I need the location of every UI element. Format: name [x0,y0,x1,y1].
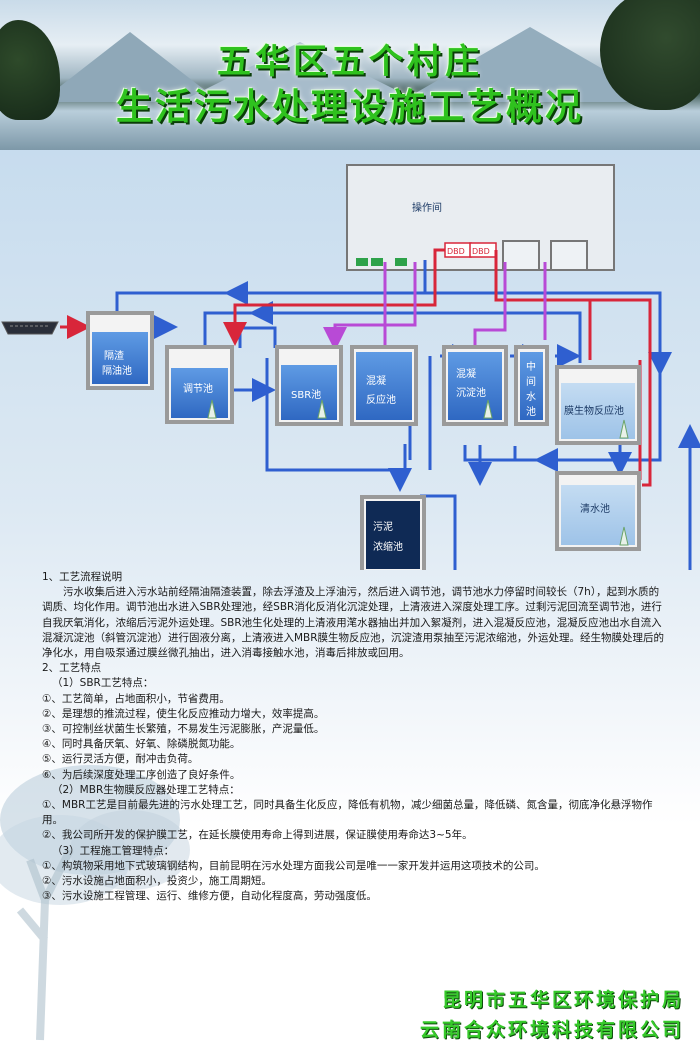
list-item: ①、MBR工艺是目前最先进的污水处理工艺，同时具备生化反应，降低有机物，减少细菌… [42,799,653,827]
svg-text:隔渣: 隔渣 [104,349,124,362]
chemical-flow-lines [323,262,547,351]
list-item: ④、同时具备厌氧、好氧、除磷脱氮功能。 [42,738,241,751]
screen-oil-tank: 隔渣 隔油池 [86,311,154,390]
mountain-shape [180,42,420,102]
svg-text:浓缩池: 浓缩池 [373,540,403,553]
svg-text:膜生物反应池: 膜生物反应池 [564,404,624,417]
page-title-line1: 五华区五个村庄 [217,42,483,82]
list-item: ⑤、运行灵活方便，耐冲击负荷。 [42,753,199,766]
sbr-tank: SBR池 [275,345,343,426]
pump-icons [356,258,407,266]
section-title-process: 1、工艺流程说明 [42,571,123,583]
svg-text:间: 间 [526,375,536,388]
dosing-box [550,240,588,271]
list-item: ①、工艺简单，占地面积小，节省费用。 [42,692,230,705]
svg-text:清水池: 清水池 [580,502,610,515]
equipment-icons [207,399,629,546]
coagulation-settling-tank: 混凝 沉淀池 [442,345,508,426]
header-banner: 五华区五个村庄 生活污水处理设施工艺概况 [0,0,700,150]
organization-name-2: 云南合众环境科技有限公司 [419,1019,684,1041]
svg-text:沉淀池: 沉淀池 [456,386,486,399]
coagulation-reaction-tank: 混凝 反应池 [350,345,418,426]
regulating-tank: 调节池 [165,345,234,424]
sbr-features-title: （1）SBR工艺特点： [52,677,154,690]
tree-background-image [0,765,190,1041]
tree-right [600,0,700,110]
svg-text:隔油池: 隔油池 [102,364,132,377]
list-item: ③、可控制丝状菌生长繁殖，不易发生污泥膨胀，产泥量低。 [42,723,325,736]
svg-text:中: 中 [526,360,536,373]
list-item: ③、污水设施工程管理、运行、维修方便，自动化程度高，劳动强度低。 [42,890,377,903]
svg-text:污泥: 污泥 [373,520,393,533]
svg-text:调节池: 调节池 [183,382,213,395]
svg-text:混凝: 混凝 [366,375,386,387]
dosing-box [502,240,540,271]
svg-text:DBD: DBD [447,247,465,256]
list-item: ②、我公司所开发的保护膜工艺，在延长膜使用寿命上得到进展，保证膜使用寿命达3~5… [42,829,473,842]
svg-text:池: 池 [526,405,536,418]
water-flow-lines [115,260,700,570]
process-flow-diagram: 操作间 DBD DBD [1,164,700,570]
list-item: ②、污水设施占地面积小，投资少，施工周期短。 [42,875,272,888]
svg-text:水: 水 [526,391,536,403]
svg-text:混凝: 混凝 [456,368,476,380]
mbr-features-title: （2）MBR生物膜反应器处理工艺特点： [52,783,240,796]
svg-text:DBD: DBD [472,247,490,256]
sludge-thickening-tank: 污泥 浓缩池 [360,495,426,570]
section-title-features: 2、工艺特点 [42,662,102,675]
svg-text:SBR池: SBR池 [291,388,321,401]
process-description: 污水收集后进入污水站前经隔油隔渣装置，除去浮渣及上浮油污，然后进入调节池，调节池… [42,586,665,660]
inlet-channel-icon [1,321,59,335]
list-item: ①、构筑物采用地下式玻璃钢结构，目前昆明在污水处理方面我公司是唯一一家开发并运用… [42,859,545,872]
page-title-line2: 生活污水处理设施工艺概况 [115,87,584,128]
blower-unit: DBD DBD [444,242,497,258]
svg-text:反应池: 反应池 [366,393,396,406]
organization-name-1: 昆明市五华区环境保护局 [441,989,684,1011]
intermediate-water-tank: 中 间 水 池 [514,345,549,426]
control-room-label: 操作间 [412,201,442,214]
description-text: 1、工艺流程说明 污水收集后进入污水站前经隔油隔渣装置，除去浮渣及上浮油污，然后… [42,570,667,904]
list-item: ②、是理想的推流过程，使生化反应推动力增大，效率提高。 [42,707,325,720]
management-features-title: （3）工程施工管理特点： [52,844,175,857]
list-item: ⑥、为后续深度处理工序创造了良好条件。 [42,768,241,781]
